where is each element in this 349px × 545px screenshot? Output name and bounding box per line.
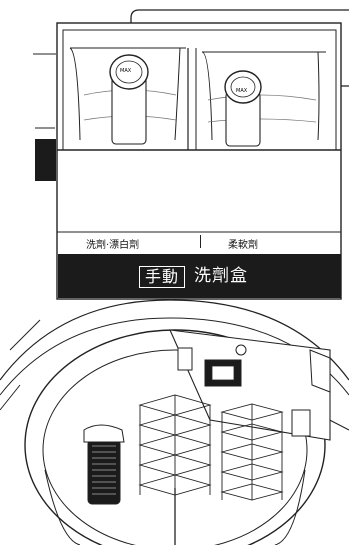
drum-lattice [138, 394, 284, 501]
left-compartment-walls [69, 47, 181, 141]
right-siphon-cap-ring [230, 76, 256, 98]
detergent-box-title: 洗劑盒 [194, 266, 248, 286]
panel-slot-1 [177, 347, 193, 371]
lint-filter-mesh [92, 445, 116, 495]
right-compartment-walls [201, 51, 320, 141]
cabinet-outer-curve [0, 299, 349, 381]
panel-side-tab [309, 349, 331, 393]
label-separator [200, 235, 201, 248]
softener-label: 柔軟劑 [228, 240, 258, 251]
dispenser-title-band: 手動 洗劑盒 [58, 254, 341, 298]
right-cap-text: MAX [236, 88, 248, 94]
callout-line-top [130, 9, 349, 72]
panel-screw [235, 344, 247, 356]
left-siphon-cap-ring [115, 60, 143, 84]
left-siphon-cap [109, 54, 149, 90]
dispenser-label-strip: 洗劑·漂白劑 柔軟劑 [58, 233, 341, 253]
drawer-tab [35, 139, 56, 181]
detergent-bleach-label: 洗劑·漂白劑 [86, 240, 140, 251]
tub-wall [44, 469, 306, 545]
tub-inner-rim [42, 349, 308, 545]
right-siphon-cap [224, 70, 262, 104]
fluid-contour-right [207, 94, 317, 123]
panel-slot-2 [291, 409, 311, 437]
panel-window-inner [211, 365, 235, 381]
manual-badge: 手動 [139, 266, 186, 288]
lint-filter-cap [83, 424, 125, 443]
left-cap-text: MAX [120, 68, 132, 74]
